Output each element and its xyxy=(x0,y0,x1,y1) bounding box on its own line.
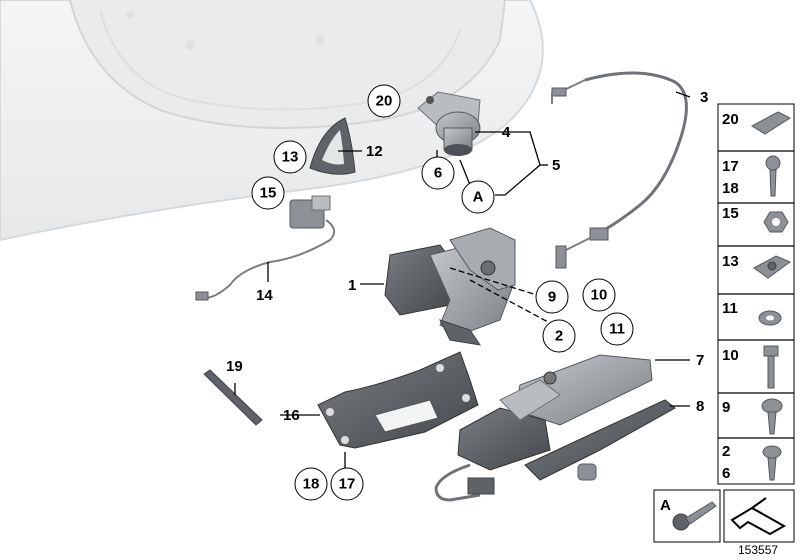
part-16-bracket xyxy=(317,351,479,449)
label-1: 1 xyxy=(348,277,356,294)
side-label-9: 9 xyxy=(722,399,730,416)
label-16: 16 xyxy=(283,407,300,424)
circle-6: 6 xyxy=(421,156,455,190)
side-label-11: 11 xyxy=(722,300,738,317)
side-label-15: 15 xyxy=(722,205,739,222)
fasteners-panel: 20 17 18 15 13 11 10 9 2 6 xyxy=(717,103,795,485)
part-14-wiring xyxy=(195,195,336,301)
circle-15: 15 xyxy=(251,176,285,210)
circle-10: 10 xyxy=(582,278,616,312)
label-8: 8 xyxy=(696,398,704,415)
part-8-striker xyxy=(524,399,676,481)
side-label-2: 2 xyxy=(722,443,730,460)
circle-A: A xyxy=(461,180,495,214)
svg-text:11: 11 xyxy=(609,321,625,338)
side-label-10: 10 xyxy=(722,347,739,364)
circle-13: 13 xyxy=(273,140,307,174)
part-7-lock xyxy=(434,354,653,502)
side-label-17: 17 xyxy=(722,158,739,175)
leader-lines xyxy=(234,91,691,470)
label-12: 12 xyxy=(366,143,383,160)
svg-text:10: 10 xyxy=(591,287,608,304)
label-19: 19 xyxy=(226,358,243,375)
side-label-13: 13 xyxy=(722,253,739,270)
side-label-20: 20 xyxy=(722,111,739,128)
label-14: 14 xyxy=(256,287,273,304)
label-5: 5 xyxy=(552,157,560,174)
part-19-strip xyxy=(203,369,263,426)
svg-text:15: 15 xyxy=(260,185,277,202)
diagram-id: 153557 xyxy=(738,543,778,557)
key-box: A xyxy=(653,489,721,543)
circle-17: 17 xyxy=(330,467,364,501)
key-label-A: A xyxy=(660,497,671,514)
label-3: 3 xyxy=(700,89,708,106)
part-3-bowden-cable xyxy=(551,71,688,269)
circle-11: 11 xyxy=(600,312,634,346)
svg-text:9: 9 xyxy=(548,289,556,306)
part-12-trim xyxy=(309,117,356,175)
circle-20: 20 xyxy=(367,84,401,118)
svg-text:20: 20 xyxy=(376,93,393,110)
svg-text:2: 2 xyxy=(555,328,563,345)
circled-labels: 20 13 15 6 A 9 10 2 11 18 17 xyxy=(251,84,634,501)
label-4: 4 xyxy=(502,124,511,141)
part-labels: 1 3 4 5 7 8 12 14 16 19 xyxy=(226,89,708,424)
circle-18: 18 xyxy=(294,467,328,501)
circle-9: 9 xyxy=(535,280,569,314)
svg-text:A: A xyxy=(473,189,484,206)
part-1-actuator xyxy=(384,227,516,346)
part-4-lock-cylinder xyxy=(417,91,481,156)
svg-text:18: 18 xyxy=(303,476,320,493)
label-7: 7 xyxy=(696,352,704,369)
svg-text:17: 17 xyxy=(339,476,356,493)
side-label-18: 18 xyxy=(722,180,739,197)
symbol-box xyxy=(723,489,795,543)
svg-text:6: 6 xyxy=(434,165,442,182)
side-label-6: 6 xyxy=(722,465,730,482)
circle-2: 2 xyxy=(542,319,576,353)
svg-text:13: 13 xyxy=(282,149,299,166)
